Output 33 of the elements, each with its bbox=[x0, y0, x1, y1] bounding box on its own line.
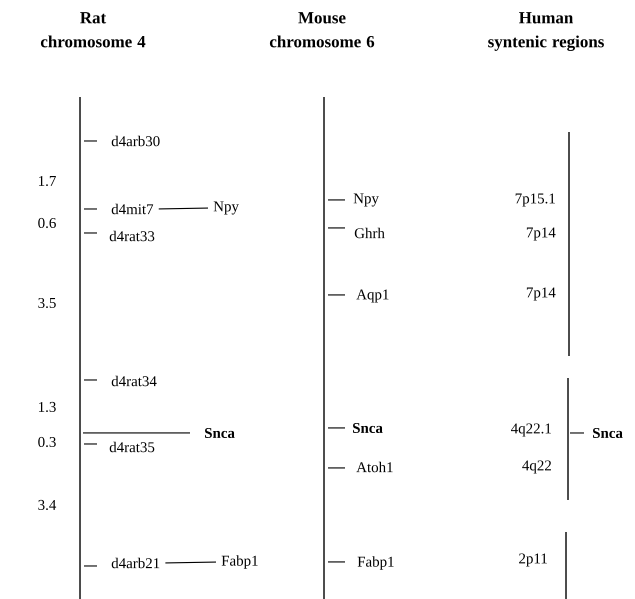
marker-label: d4arb21 bbox=[112, 558, 160, 568]
column-heading: Rat chromosome 4 bbox=[40, 12, 146, 48]
marker-label: d4rat33 bbox=[110, 230, 154, 242]
marker-label: d4mit7 bbox=[112, 204, 154, 214]
marker-label: d4rat35 bbox=[110, 442, 154, 452]
gene-label: Aqp1 bbox=[356, 289, 389, 303]
connector-line bbox=[165, 562, 216, 564]
gene-label: Snca bbox=[205, 428, 235, 438]
distance-label: 0.6 bbox=[38, 218, 56, 228]
distance-label: 1.3 bbox=[38, 402, 56, 412]
connector-line bbox=[158, 208, 208, 210]
region-label: 7p14 bbox=[526, 287, 556, 301]
gene-label: Snca bbox=[593, 428, 623, 438]
gene-label: Atoh1 bbox=[356, 462, 393, 472]
distance-label: 3.5 bbox=[38, 298, 56, 308]
region-label: 4q22 bbox=[522, 460, 551, 474]
distance-label: 0.3 bbox=[38, 436, 56, 448]
column-heading: Human syntenic regions bbox=[488, 12, 604, 51]
distance-label: 3.4 bbox=[38, 500, 56, 510]
marker-label: Npy bbox=[214, 201, 239, 214]
region-label: 2p11 bbox=[519, 553, 547, 567]
region-label: 4q22.1 bbox=[511, 423, 551, 437]
marker-label: d4rat34 bbox=[112, 376, 157, 386]
column-heading: Mouse chromosome 6 bbox=[270, 12, 374, 48]
gene-label: Fabp1 bbox=[358, 556, 394, 570]
gene-label: Snca bbox=[353, 422, 383, 433]
region-label: 7p14 bbox=[526, 227, 556, 241]
gene-label: Npy bbox=[354, 193, 379, 206]
marker-label: Fabp1 bbox=[222, 555, 258, 569]
distance-label: 1.7 bbox=[38, 176, 56, 186]
gene-label: Ghrh bbox=[354, 228, 385, 238]
region-label: 7p15.1 bbox=[516, 193, 555, 207]
marker-label: d4arb30 bbox=[112, 136, 160, 146]
